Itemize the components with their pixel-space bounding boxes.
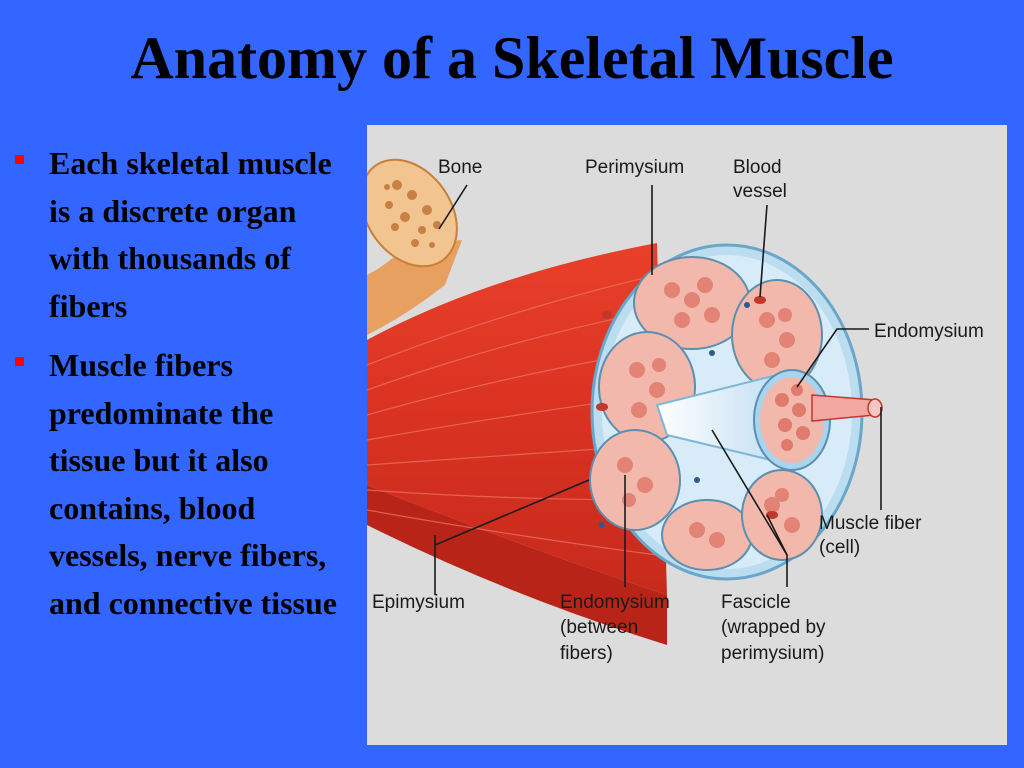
- label-epimysium: Epimysium: [372, 592, 465, 613]
- label-fascicle-1: Fascicle: [721, 592, 791, 613]
- label-perimysium: Perimysium: [585, 157, 684, 178]
- fascicle-bundles: [589, 256, 823, 571]
- label-blood-vessel-1: Blood: [733, 157, 782, 178]
- bullet-text: Each skeletal muscle is a discrete organ…: [49, 145, 332, 324]
- label-blood-vessel-2: vessel: [733, 181, 787, 202]
- bullet-list: Each skeletal muscle is a discrete organ…: [10, 140, 355, 639]
- blood-vessels: [596, 296, 778, 519]
- label-bone: Bone: [438, 157, 482, 178]
- square-bullet-icon: [15, 357, 24, 366]
- leader-lines: [434, 184, 882, 595]
- label-muscle-fiber-1: Muscle fiber: [819, 513, 922, 534]
- label-fascicle-2: (wrapped by: [721, 617, 826, 638]
- label-endomysium-3: fibers): [560, 643, 613, 664]
- muscle-belly: [367, 243, 667, 595]
- label-endomysium-1: Endomysium: [560, 592, 670, 613]
- label-muscle-fiber-2: (cell): [819, 537, 860, 558]
- bullet-item: Each skeletal muscle is a discrete organ…: [10, 140, 355, 330]
- fascicle-cone: [655, 369, 883, 471]
- label-fascicle-3: perimysium): [721, 643, 824, 664]
- label-endomysium-2: (between: [560, 617, 638, 638]
- muscle-diagram: Bone Perimysium Blood vessel Endomysium …: [367, 157, 984, 664]
- bullet-text: Muscle fibers predominate the tissue but…: [49, 347, 337, 621]
- bone-shape: [367, 158, 462, 335]
- square-bullet-icon: [15, 155, 24, 164]
- muscle-anatomy-figure: Bone Perimysium Blood vessel Endomysium …: [367, 125, 1007, 745]
- bullet-item: Muscle fibers predominate the tissue but…: [10, 342, 355, 627]
- slide-title: Anatomy of a Skeletal Muscle: [130, 25, 894, 91]
- label-endomysium-top: Endomysium: [874, 321, 984, 342]
